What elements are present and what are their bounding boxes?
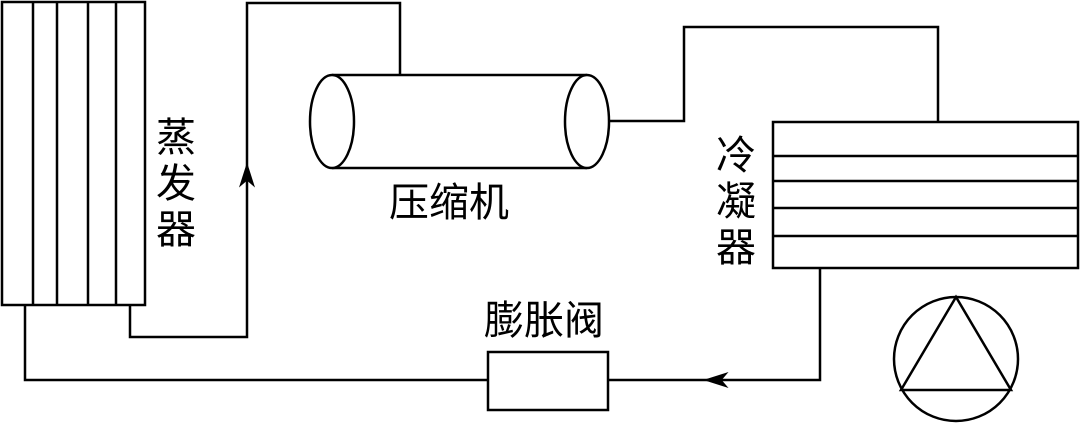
evaporator-label-char: 蒸 [156, 115, 196, 161]
condenser-body [771, 120, 1080, 270]
compressor-right-end [563, 73, 611, 170]
compressor [308, 73, 611, 170]
evaporator [0, 0, 147, 307]
condenser-label-char: 冷 [716, 133, 756, 179]
evaporator-label: 蒸 发 器 [154, 118, 198, 256]
discharge-pipe [609, 25, 940, 123]
flow-arrow-up-icon [238, 162, 256, 188]
fan [892, 294, 1020, 423]
compressor-label: 压缩机 [389, 180, 509, 226]
evaporator-label-char: 发 [156, 161, 196, 207]
condenser-label-char: 器 [716, 225, 756, 271]
flow-arrow-left-icon [703, 371, 729, 389]
compressor-left-end [308, 73, 356, 170]
evaporator-label-char: 器 [156, 207, 196, 253]
expansion-valve [486, 350, 610, 412]
evaporator-body [0, 0, 147, 307]
fan-circle [892, 295, 1020, 423]
return-line [23, 305, 488, 382]
condenser [771, 120, 1080, 270]
expansion-valve-label: 膨胀阀 [484, 298, 604, 344]
condenser-label-char: 凝 [716, 179, 756, 225]
liquid-line [608, 268, 822, 382]
fan-triangle [898, 294, 1014, 392]
condenser-label: 冷 凝 器 [714, 136, 758, 274]
